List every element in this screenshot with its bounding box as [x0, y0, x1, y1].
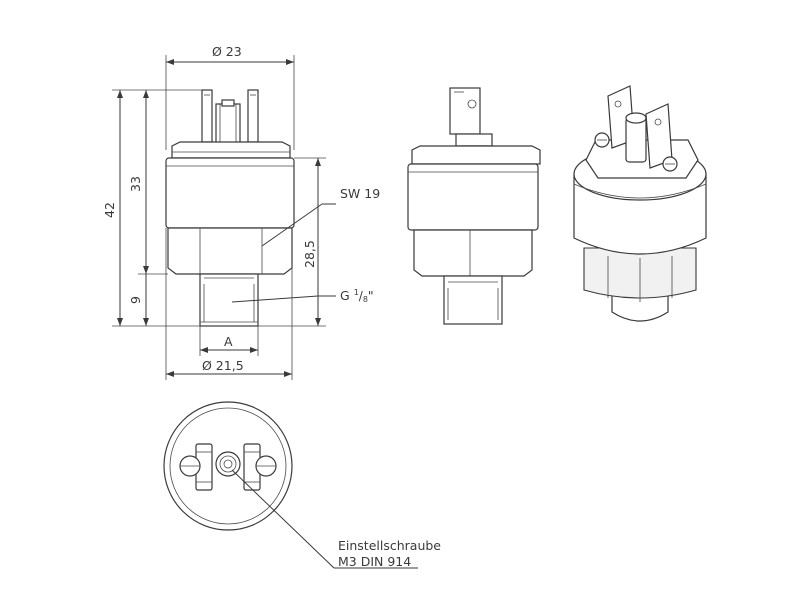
dim-height-body: 33: [128, 176, 143, 192]
dim-diameter-bottom: Ø 21,5: [202, 358, 244, 373]
dim-width-a: A: [224, 334, 233, 349]
dim-height-right: 28,5: [302, 240, 317, 268]
dim-diameter-top: Ø 23: [212, 44, 242, 59]
top-view: [163, 401, 418, 569]
label-adjust-screw: Einstellschraube: [338, 538, 441, 553]
side-view: [407, 87, 541, 325]
dim-across-flats: SW 19: [340, 186, 380, 201]
dimension-lines: [112, 55, 336, 380]
isometric-view: [573, 85, 707, 322]
dim-height-total: 42: [102, 202, 117, 218]
front-view: [165, 89, 295, 327]
dim-thread-length: 9: [128, 296, 143, 304]
label-adjust-screw-spec: M3 DIN 914: [338, 554, 411, 569]
